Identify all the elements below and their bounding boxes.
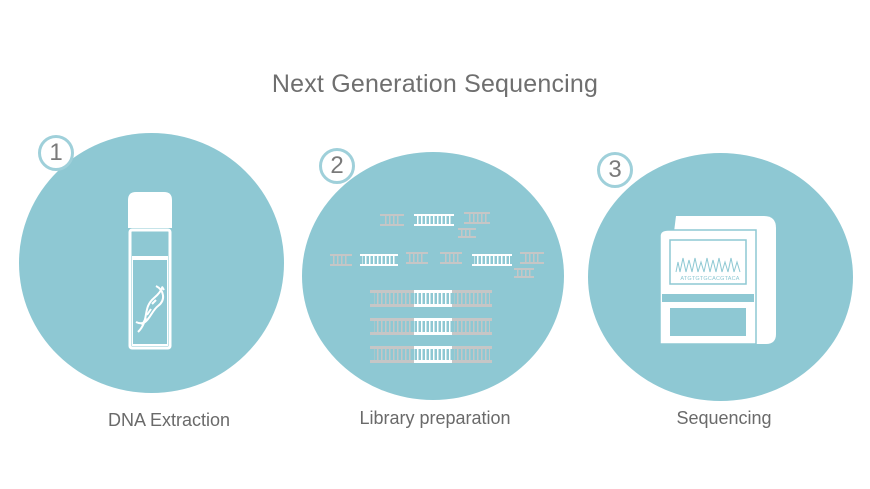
page-title: Next Generation Sequencing: [271, 70, 599, 98]
step-2-number: 2: [319, 148, 355, 184]
step-2-label: Library preparation: [359, 408, 511, 428]
sequence-readout: ATGTGTGCACGTACA: [680, 276, 740, 282]
step-3-label: Sequencing: [676, 408, 772, 428]
dna-fragments-icon: [330, 212, 544, 363]
fragment-row-2: [330, 252, 544, 278]
step-1-number: 1: [38, 135, 74, 171]
fragment-row-1: [380, 212, 490, 238]
dna-tube-icon: [128, 192, 172, 350]
step-3-number: 3: [597, 152, 633, 188]
library-strands: [370, 290, 492, 363]
step-1-label: DNA Extraction: [107, 410, 231, 430]
sequencer-icon: [659, 216, 776, 345]
